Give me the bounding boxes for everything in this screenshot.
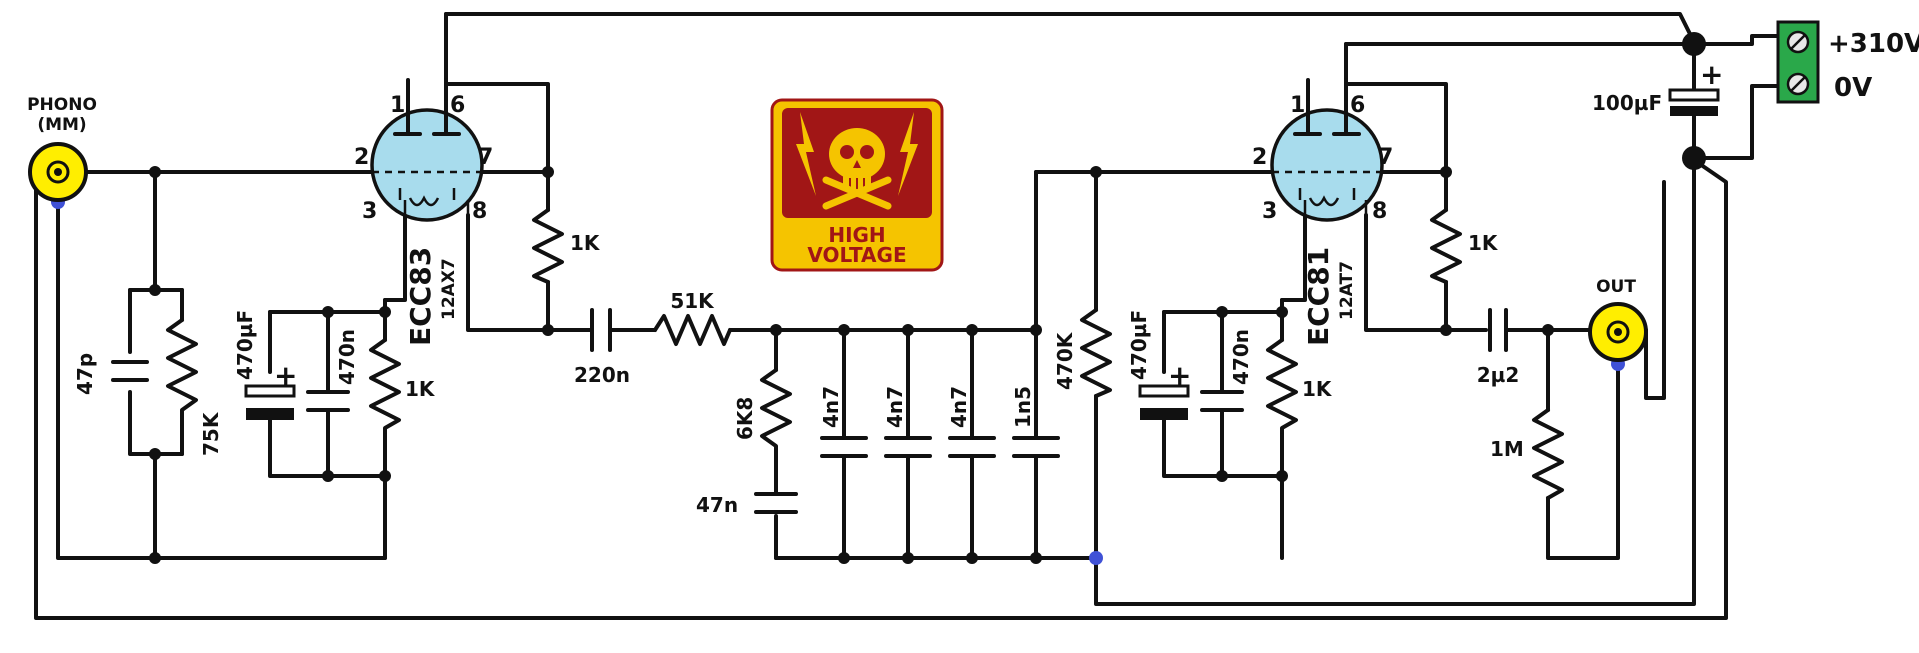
gnd-label: 0V [1834,73,1872,103]
cap-470n-2-label: 470n [1229,329,1253,385]
res-75k [166,318,198,426]
res-1k-cathode-1-label: 1K [405,377,436,401]
cap-2u2-label: 2µ2 [1477,363,1520,387]
res-1m [1532,408,1564,500]
lightning-icon [796,112,918,196]
tube1-type-label: ECC83 [404,247,437,346]
cap-470uf-2 [1138,384,1190,420]
cap-470uf-1-label: 470µF [233,310,257,380]
cap-1n5-label: 1n5 [1011,386,1035,428]
cap-470n-2 [1200,390,1244,412]
res-51k [653,314,732,346]
cap-470n-1 [306,390,350,412]
cap-220n-label: 220n [574,363,630,387]
tube2-pin-6: 6 [1350,93,1365,118]
res-470k [1080,308,1112,398]
res-470k-label: 470K [1053,331,1077,390]
high-voltage-line2: VOLTAGE [807,243,906,267]
cap-1n5 [1012,436,1060,458]
res-6k8-label: 6K8 [733,397,757,440]
cap-47p-label: 47p [73,353,97,395]
power-terminal-block[interactable] [1776,20,1820,104]
res-1k-anode-2-label: 1K [1468,231,1499,255]
cap-220n [590,308,612,352]
tube2-pin-3: 3 [1262,199,1277,224]
cap-100uf [1668,88,1720,116]
hv-label: +310V [1828,29,1919,59]
cap-100uf-plus: + [1700,58,1723,91]
cap-4n7-c [948,436,996,458]
tube1-pin-8: 8 [472,199,487,224]
res-1k-anode-2 [1430,208,1462,284]
tube1-pin-2: 2 [354,145,369,170]
cap-470uf-2-plus: + [1168,359,1191,392]
tube1-pin-3: 3 [362,199,377,224]
res-1k-cathode-2 [1266,338,1298,434]
tube2-alt-label: 12AT7 [1337,261,1357,320]
res-6k8 [760,368,792,450]
tube2-pin-2: 2 [1252,145,1267,170]
tube1-pin-1: 1 [390,93,405,118]
tube2-type-label: ECC81 [1302,247,1335,346]
cap-470uf-1-plus: + [274,359,297,392]
out-label: OUT [1596,277,1636,297]
phono-mm-label: (MM) [37,115,86,135]
cap-47n [754,492,798,514]
cap-4n7-b [884,436,932,458]
cap-4n7-a [820,436,868,458]
res-1k-cathode-1 [369,338,401,434]
tube-ecc81 [1270,100,1384,222]
high-voltage-line1: HIGH [828,223,885,247]
skull-icon [822,128,892,210]
tube-ecc83 [370,100,484,222]
tube1-pin-6: 6 [450,93,465,118]
cap-47p [111,360,149,382]
cap-47n-label: 47n [696,493,738,517]
phono-input-jack[interactable] [28,142,88,202]
high-voltage-sign [770,98,944,272]
cap-470uf-1 [244,384,296,420]
res-51k-label: 51K [670,289,715,313]
cap-4n7-a-label: 4n7 [819,386,843,428]
phono-label: PHONO [27,95,97,115]
tube1-pin-7: 7 [478,145,493,170]
res-1m-label: 1M [1490,437,1524,461]
res-1k-anode-1-label: 1K [570,231,601,255]
cap-470n-1-label: 470n [335,329,359,385]
res-75k-label: 75K [199,411,223,456]
output-jack[interactable] [1588,302,1648,362]
cap-100uf-label: 100µF [1592,91,1662,115]
junction-dots [149,32,1706,564]
res-1k-anode-1 [532,208,564,284]
cap-4n7-c-label: 4n7 [947,386,971,428]
cap-470uf-2-label: 470µF [1127,310,1151,380]
wires [34,12,1780,620]
tube2-pin-8: 8 [1372,199,1387,224]
tube1-alt-label: 12AX7 [439,258,459,320]
tube2-pin-1: 1 [1290,93,1305,118]
cap-4n7-b-label: 4n7 [883,386,907,428]
res-1k-cathode-2-label: 1K [1302,377,1333,401]
tube2-pin-7: 7 [1378,145,1393,170]
cap-2u2 [1488,308,1508,352]
